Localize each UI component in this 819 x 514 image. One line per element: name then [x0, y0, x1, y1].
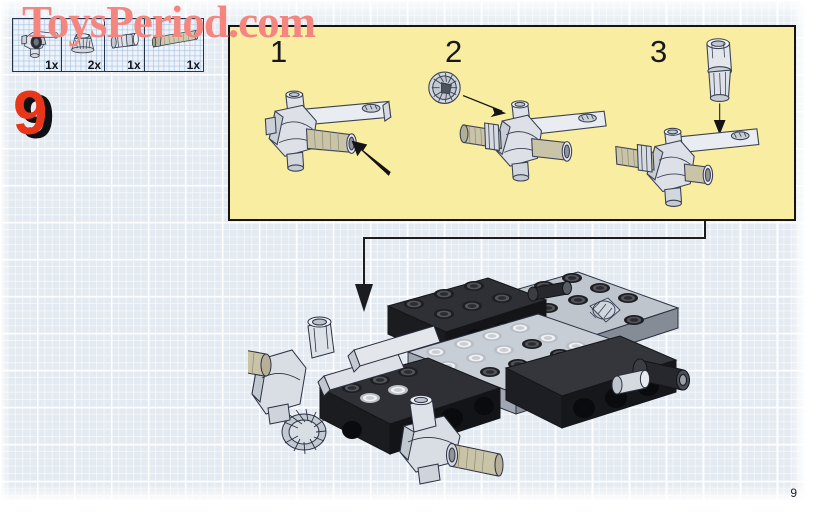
part-quantity: 2x [87, 58, 102, 72]
part-cell: 1x [13, 19, 63, 72]
loose-connector-pin [706, 38, 732, 102]
part-quantity: 1x [186, 58, 201, 72]
loose-bevel-gear [428, 71, 461, 104]
substep-3-illustration [615, 38, 760, 208]
substep-1-illustration [264, 90, 392, 176]
substep-panel: 1 [228, 25, 796, 221]
step-number: 9 [13, 79, 48, 148]
substep-2-arrow [462, 94, 503, 112]
substep-1: 1 [240, 27, 420, 219]
model-illustration [248, 271, 690, 485]
part-cell: 1x [105, 19, 145, 72]
part-quantity: 1x [127, 58, 141, 72]
substep-3: 3 [608, 27, 798, 219]
substep-2: 2 [410, 27, 620, 219]
part-cell: 1x [145, 19, 203, 72]
substep-2-illustration [428, 71, 607, 182]
step-number-badge: 9 9 [12, 79, 72, 149]
page-number: 9 [790, 486, 797, 500]
part-cell: 2x [62, 19, 106, 72]
substep-1-arrow [351, 140, 391, 176]
part-quantity: 1x [45, 58, 59, 72]
parts-inventory-box: 1x 2x [12, 18, 204, 72]
